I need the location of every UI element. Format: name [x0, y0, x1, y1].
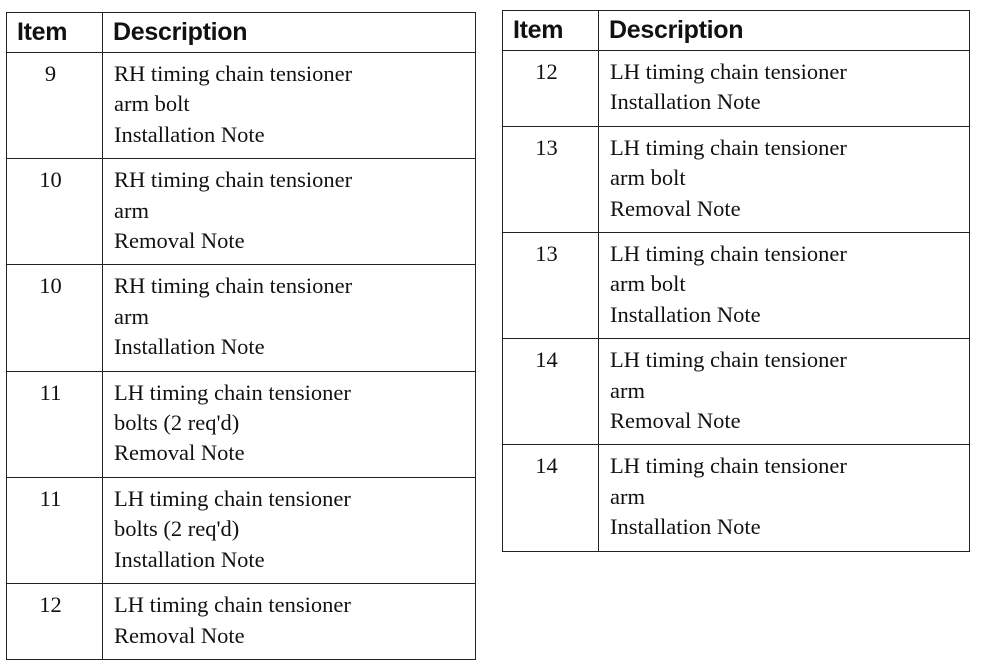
item-number: 11	[6, 476, 103, 585]
item-number: 14	[502, 338, 599, 446]
description-line: Installation Note	[610, 301, 761, 327]
header-row: Item Description	[502, 10, 970, 51]
description-line: bolts (2 req'd)	[114, 410, 240, 436]
item-number: 14	[502, 444, 599, 552]
item-number: 10	[6, 158, 103, 266]
item-number: 12	[502, 50, 599, 127]
item-column-header: Item	[6, 12, 103, 53]
item-number: 11	[6, 370, 103, 478]
item-number: 13	[502, 232, 599, 340]
description-line: LH timing chain tensioner	[610, 134, 847, 160]
description-line: Removal Note	[114, 622, 245, 648]
description-line: Removal Note	[610, 408, 741, 434]
description-line: Installation Note	[114, 334, 265, 360]
description-line: Removal Note	[114, 440, 245, 466]
description-line: LH timing chain tensioner	[114, 379, 351, 405]
table-row: 11 LH timing chain tensioner bolts (2 req'…	[6, 370, 476, 478]
description-line: RH timing chain tensioner	[114, 61, 353, 86]
description-line: Removal Note	[114, 228, 245, 254]
description-line: Installation Note	[114, 121, 265, 147]
description-line: RH timing chain tensioner	[114, 167, 353, 193]
item-number: 10	[6, 264, 103, 372]
description-line: Installation Note	[610, 514, 761, 540]
description-line: Removal Note	[610, 195, 741, 221]
description-line: Installation Note	[114, 546, 265, 572]
table-row: 11 LH timing chain tensioner bolts (2 req'…	[6, 476, 476, 585]
item-description: LH timing chain tensioner bolts (2 req'd)…	[102, 370, 476, 478]
item-column-header: Item	[502, 10, 599, 51]
description-line: arm bolt	[610, 165, 686, 191]
description-line: RH timing chain tensioner	[114, 273, 353, 299]
description-line: arm bolt	[114, 91, 190, 117]
description-line: LH timing chain tensioner	[114, 592, 351, 618]
description-line: arm	[610, 377, 645, 403]
description-line: Installation Note	[610, 89, 761, 115]
description-line: LH timing chain tensioner	[610, 59, 847, 84]
item-description: LH timing chain tensioner bolts (2 req'd)…	[102, 476, 476, 585]
header-row: Item Description	[6, 12, 476, 53]
description-column-header: Description	[102, 12, 476, 53]
description-line: arm	[114, 303, 149, 329]
description-line: LH timing chain tensioner	[610, 453, 847, 479]
description-line: arm bolt	[610, 271, 686, 297]
description-line: LH timing chain tensioner	[610, 241, 847, 267]
description-line: arm	[114, 197, 149, 223]
description-line: bolts (2 req'd)	[114, 516, 240, 542]
description-line: LH timing chain tensioner	[610, 347, 847, 373]
description-line: LH timing chain tensioner	[114, 485, 351, 511]
item-number: 13	[502, 125, 599, 234]
item-number: 12	[6, 583, 103, 660]
description-line: arm	[610, 483, 645, 509]
item-number: 9	[6, 51, 103, 160]
description-column-header: Description	[598, 10, 970, 51]
